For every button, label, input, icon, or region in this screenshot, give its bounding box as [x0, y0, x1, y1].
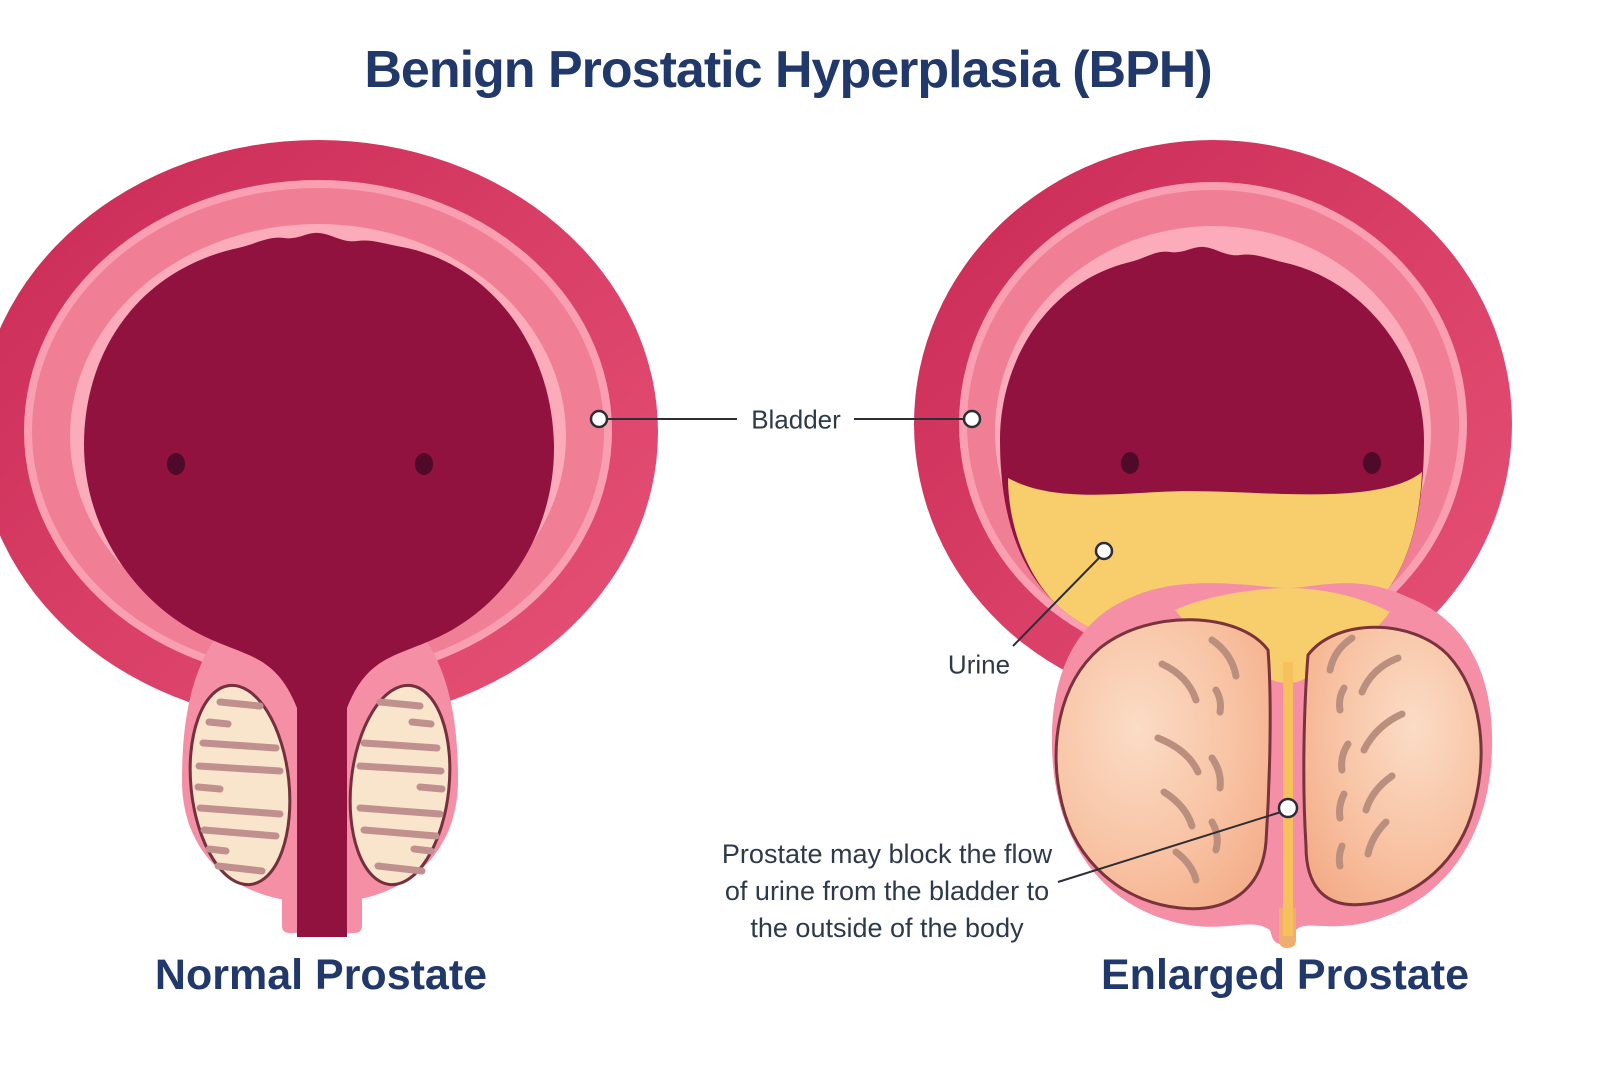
- marker-dot: [1277, 797, 1299, 819]
- caption-enlarged-prostate: Enlarged Prostate: [1101, 951, 1469, 999]
- enlarged-prostate-figure: [914, 140, 1512, 948]
- blockage-note-line2: of urine from the bladder to: [724, 876, 1050, 906]
- annotations: [589, 409, 1299, 883]
- ureteral-orifice-dot: [415, 453, 433, 475]
- enlarged-prostate-lobe-right: [1302, 625, 1483, 907]
- page-title: Benign Prostatic Hyperplasia (BPH): [364, 41, 1212, 99]
- enlarged-lobe-hatching-left: [1154, 636, 1240, 884]
- urine-label: Urine: [947, 649, 1011, 680]
- enlarged-lobe-hatching-right: [1326, 634, 1406, 870]
- blockage-note: Prostate may block the flow of urine fro…: [722, 836, 1052, 947]
- marker-dot: [589, 409, 609, 429]
- blockage-note-line1: Prostate may block the flow: [721, 839, 1053, 869]
- bladder-cavity-and-urethra: [84, 232, 555, 937]
- normal-lobe-hatching-right: [356, 698, 446, 875]
- marker-dot: [1094, 541, 1114, 561]
- normal-prostate-figure: [0, 140, 658, 937]
- ureteral-orifice-dot: [1363, 452, 1381, 474]
- ureteral-orifice-dot: [167, 453, 185, 475]
- bladder-label: Bladder: [751, 404, 841, 435]
- ureteral-orifice-dot: [1121, 452, 1139, 474]
- normal-lobe-hatching-left: [194, 698, 284, 875]
- marker-dot: [962, 409, 982, 429]
- blockage-note-line3: the outside of the body: [750, 913, 1024, 943]
- blockage-leader-line: [1057, 811, 1282, 883]
- caption-normal-prostate: Normal Prostate: [154, 951, 488, 999]
- urine-leader-line: [1012, 557, 1100, 647]
